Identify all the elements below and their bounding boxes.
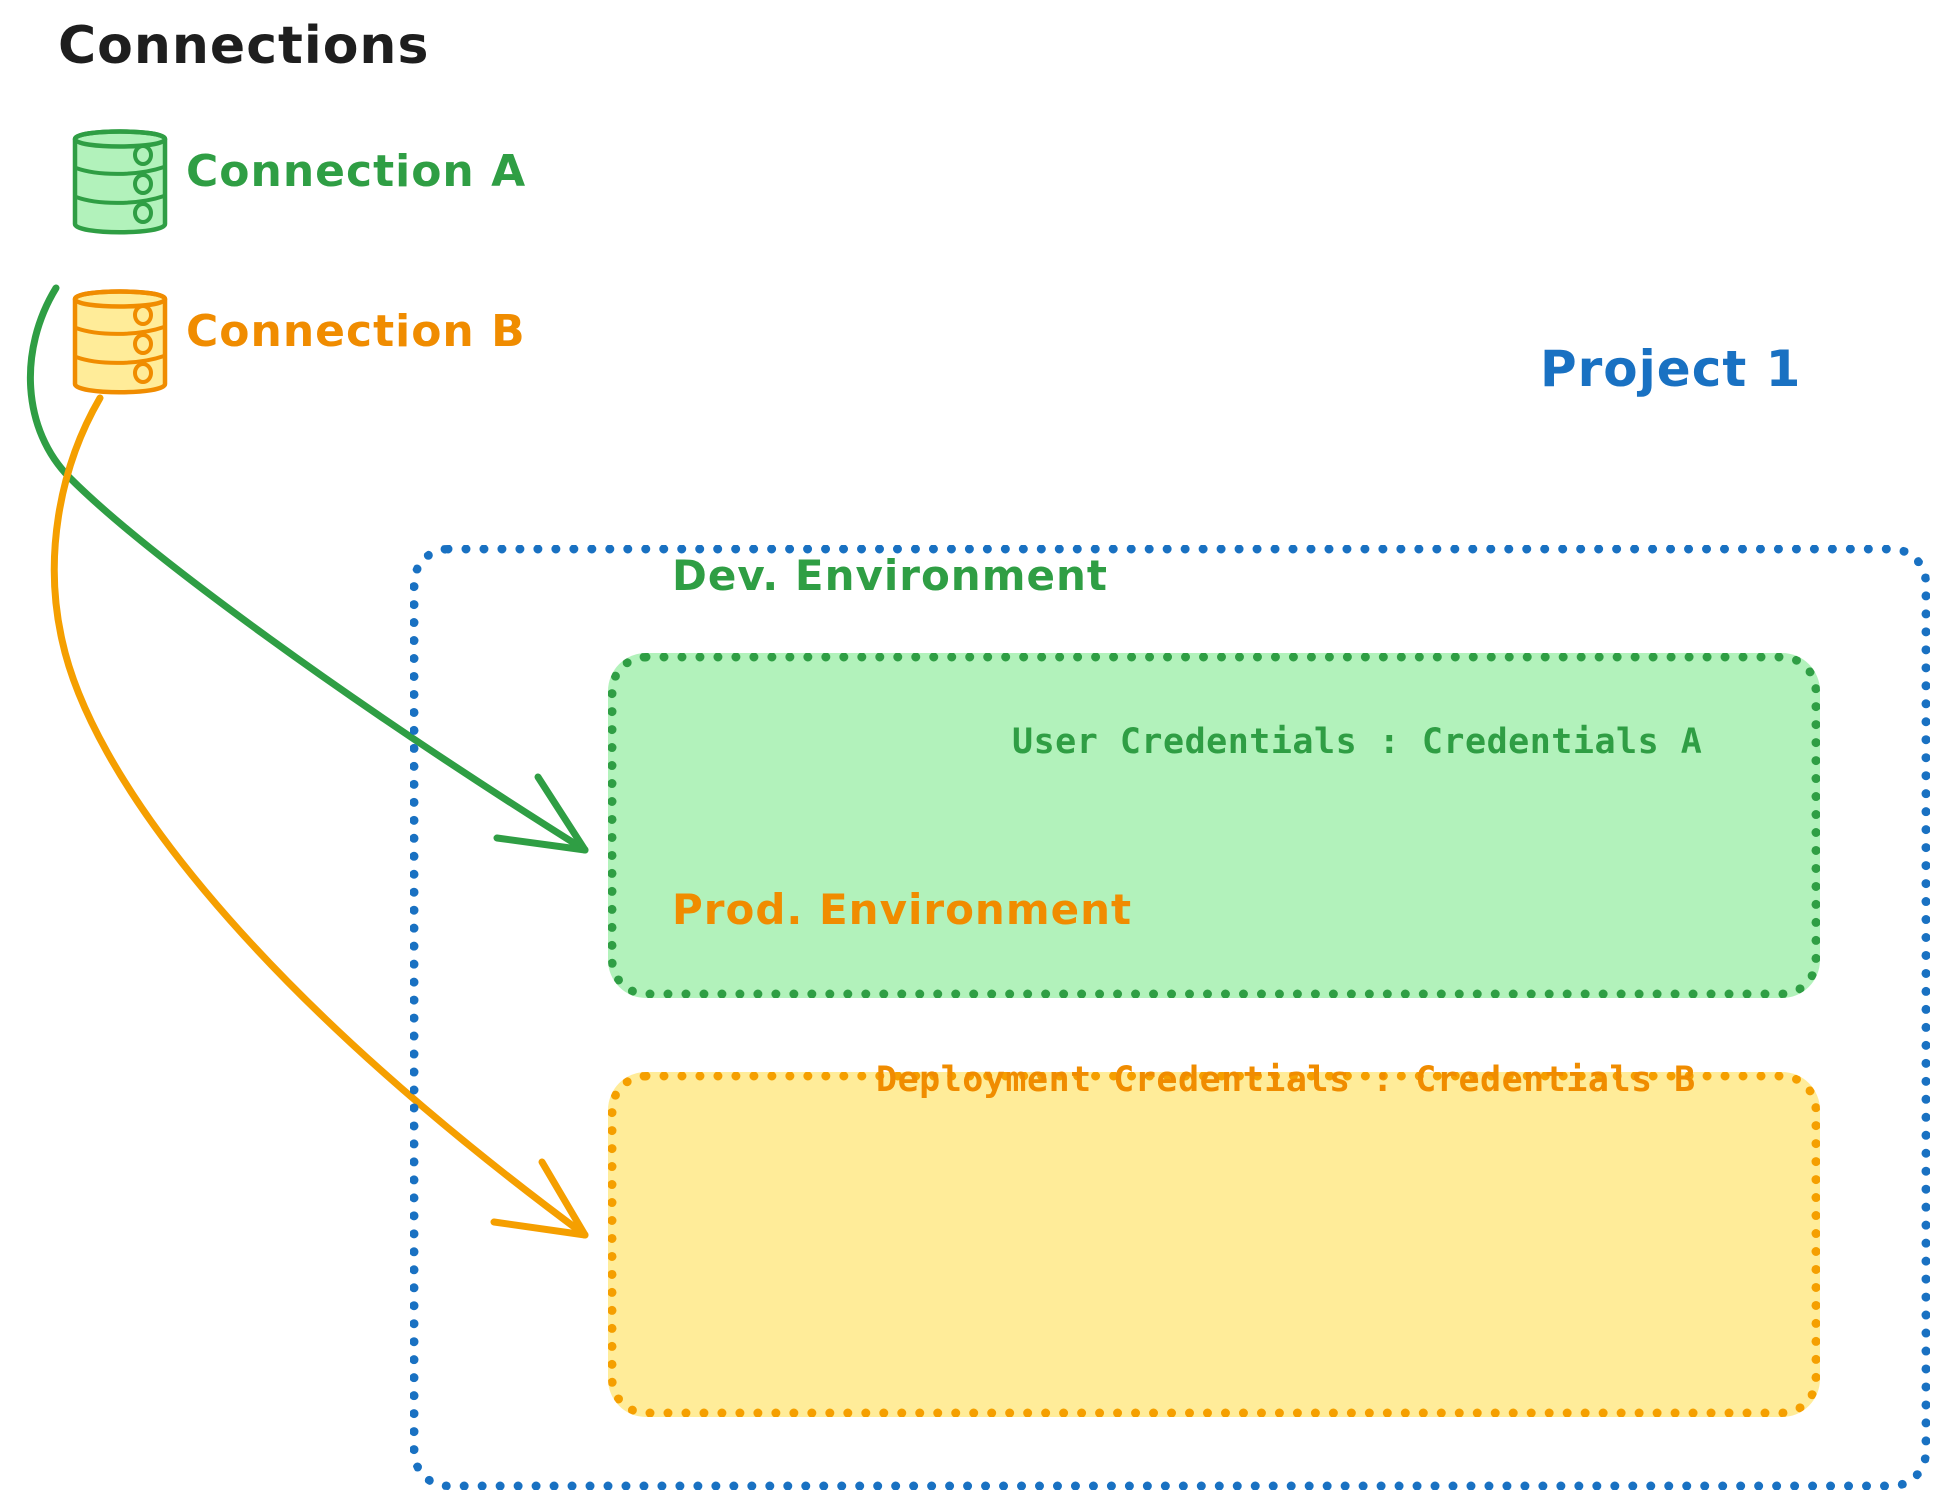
database-icon-connection-b[interactable] xyxy=(64,282,176,402)
prod-environment-credentials: Deployment Credentials : Credentials B xyxy=(876,1060,1696,1100)
connection-b-label[interactable]: Connection B xyxy=(186,306,526,357)
project-container xyxy=(410,545,1930,1490)
arrow-connection-a-to-dev xyxy=(26,284,589,854)
connections-heading: Connections xyxy=(58,16,430,76)
project-title: Project 1 xyxy=(1540,340,1802,398)
dev-environment-credentials: User Credentials : Credentials A xyxy=(1012,722,1703,762)
dev-environment-title: Dev. Environment xyxy=(672,551,1108,600)
prod-environment-title: Prod. Environment xyxy=(672,885,1133,934)
prod-environment-box[interactable] xyxy=(608,1072,1820,1417)
dev-environment-box[interactable] xyxy=(608,653,1820,998)
arrow-connection-b-to-prod xyxy=(50,394,589,1239)
database-icon-connection-a[interactable] xyxy=(64,122,176,242)
connection-a-label[interactable]: Connection A xyxy=(186,146,527,197)
